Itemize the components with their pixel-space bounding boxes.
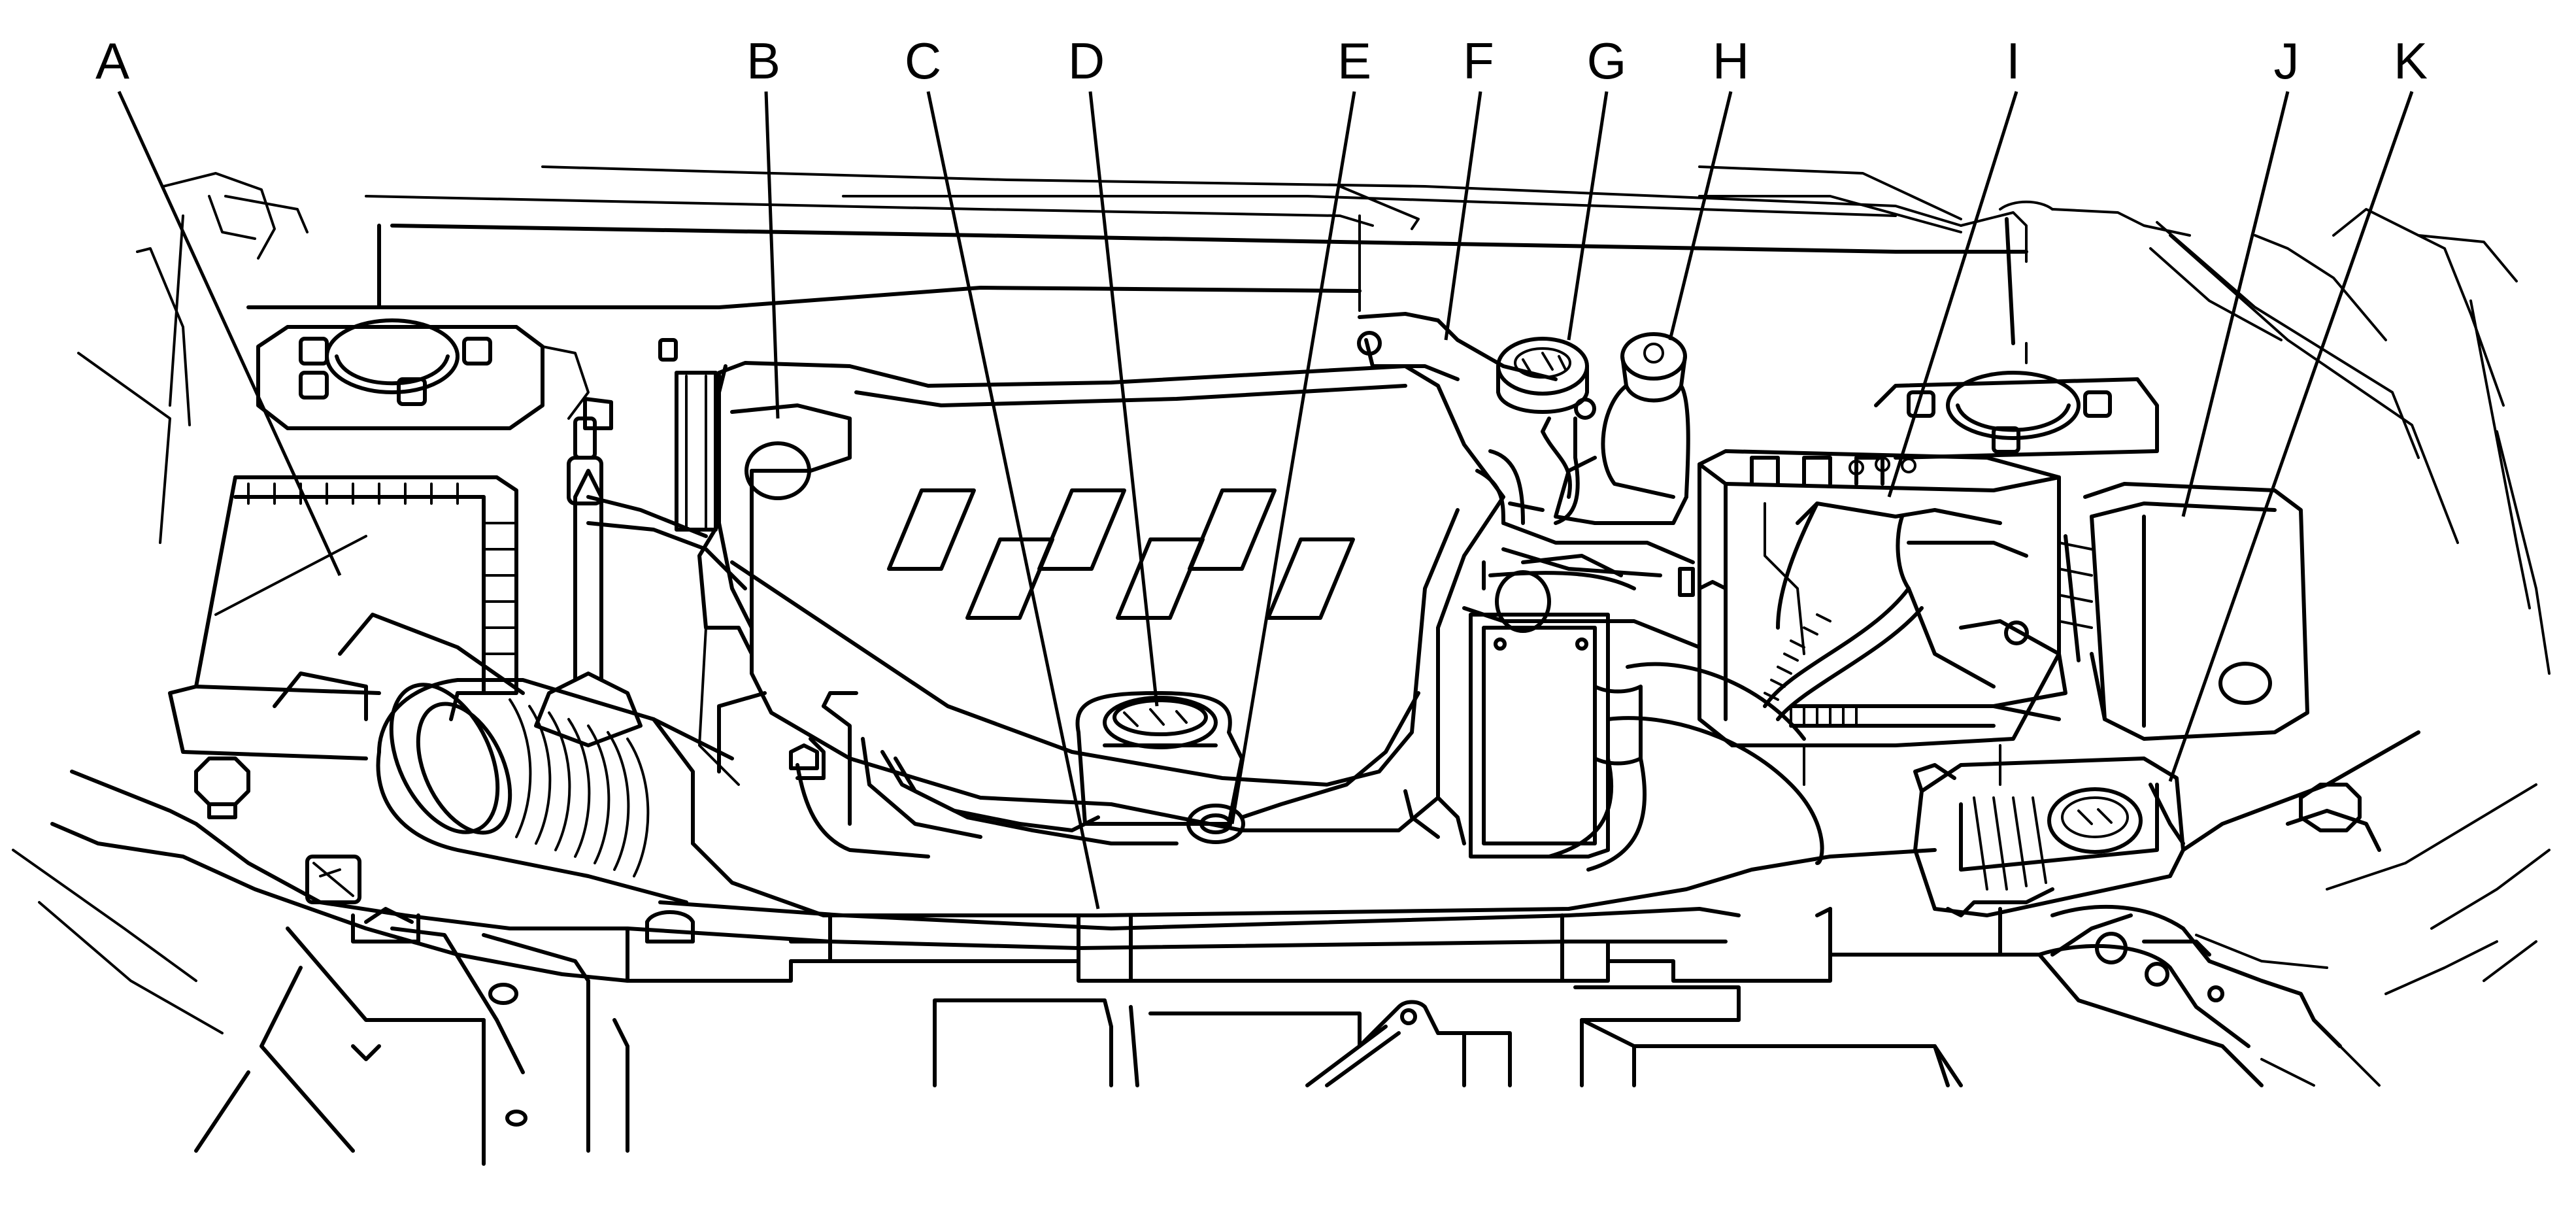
callout-letter-h: H — [1713, 32, 1749, 90]
callout-labels: A B C D E F G H I J K — [95, 32, 2428, 90]
callout-letter-j: J — [2274, 32, 2300, 90]
leader-line-c — [926, 91, 1100, 910]
leader-line-k — [2168, 91, 2414, 782]
leader-line-e — [1230, 91, 1356, 824]
leader-line-f — [1444, 91, 1482, 341]
left-strut-tower — [256, 318, 590, 430]
callout-letter-f: F — [1463, 32, 1494, 90]
callout-letter-k: K — [2394, 32, 2428, 90]
air-cleaner-assembly — [168, 371, 747, 904]
fuse-block — [2058, 482, 2309, 741]
radiator-support — [626, 842, 2264, 1087]
cowl-and-hood-lines — [77, 165, 2551, 675]
leader-line-h — [1668, 91, 1733, 341]
oil-fill-cap — [1075, 691, 1244, 826]
reservoir-area — [1357, 312, 1695, 597]
leader-line-b — [764, 91, 780, 419]
leader-line-a — [117, 90, 342, 577]
coolant-surge-tank-cap — [1913, 756, 2185, 917]
leader-line-j — [2181, 91, 2290, 517]
callout-letter-b: B — [746, 32, 780, 90]
right-front-structure — [2037, 730, 2551, 1087]
leader-line-g — [1567, 91, 1609, 341]
oil-dipstick — [1186, 691, 1420, 844]
callout-letter-d: D — [1068, 32, 1105, 90]
leader-lines — [117, 90, 2414, 910]
right-strut-tower — [1874, 371, 2159, 460]
left-front-structure — [12, 756, 695, 1166]
callout-letter-e: E — [1337, 32, 1371, 90]
throttle-body-duct — [1462, 554, 1824, 872]
battery — [1698, 449, 2067, 786]
callout-letter-g: G — [1587, 32, 1627, 90]
engine-details — [717, 691, 1466, 858]
cowl-fittings — [583, 338, 728, 430]
callout-letter-a: A — [95, 32, 129, 90]
leader-line-i — [1887, 91, 2018, 498]
callout-letter-i: I — [2006, 32, 2020, 90]
engine-cover — [697, 361, 1505, 832]
callout-letter-c: C — [905, 32, 941, 90]
